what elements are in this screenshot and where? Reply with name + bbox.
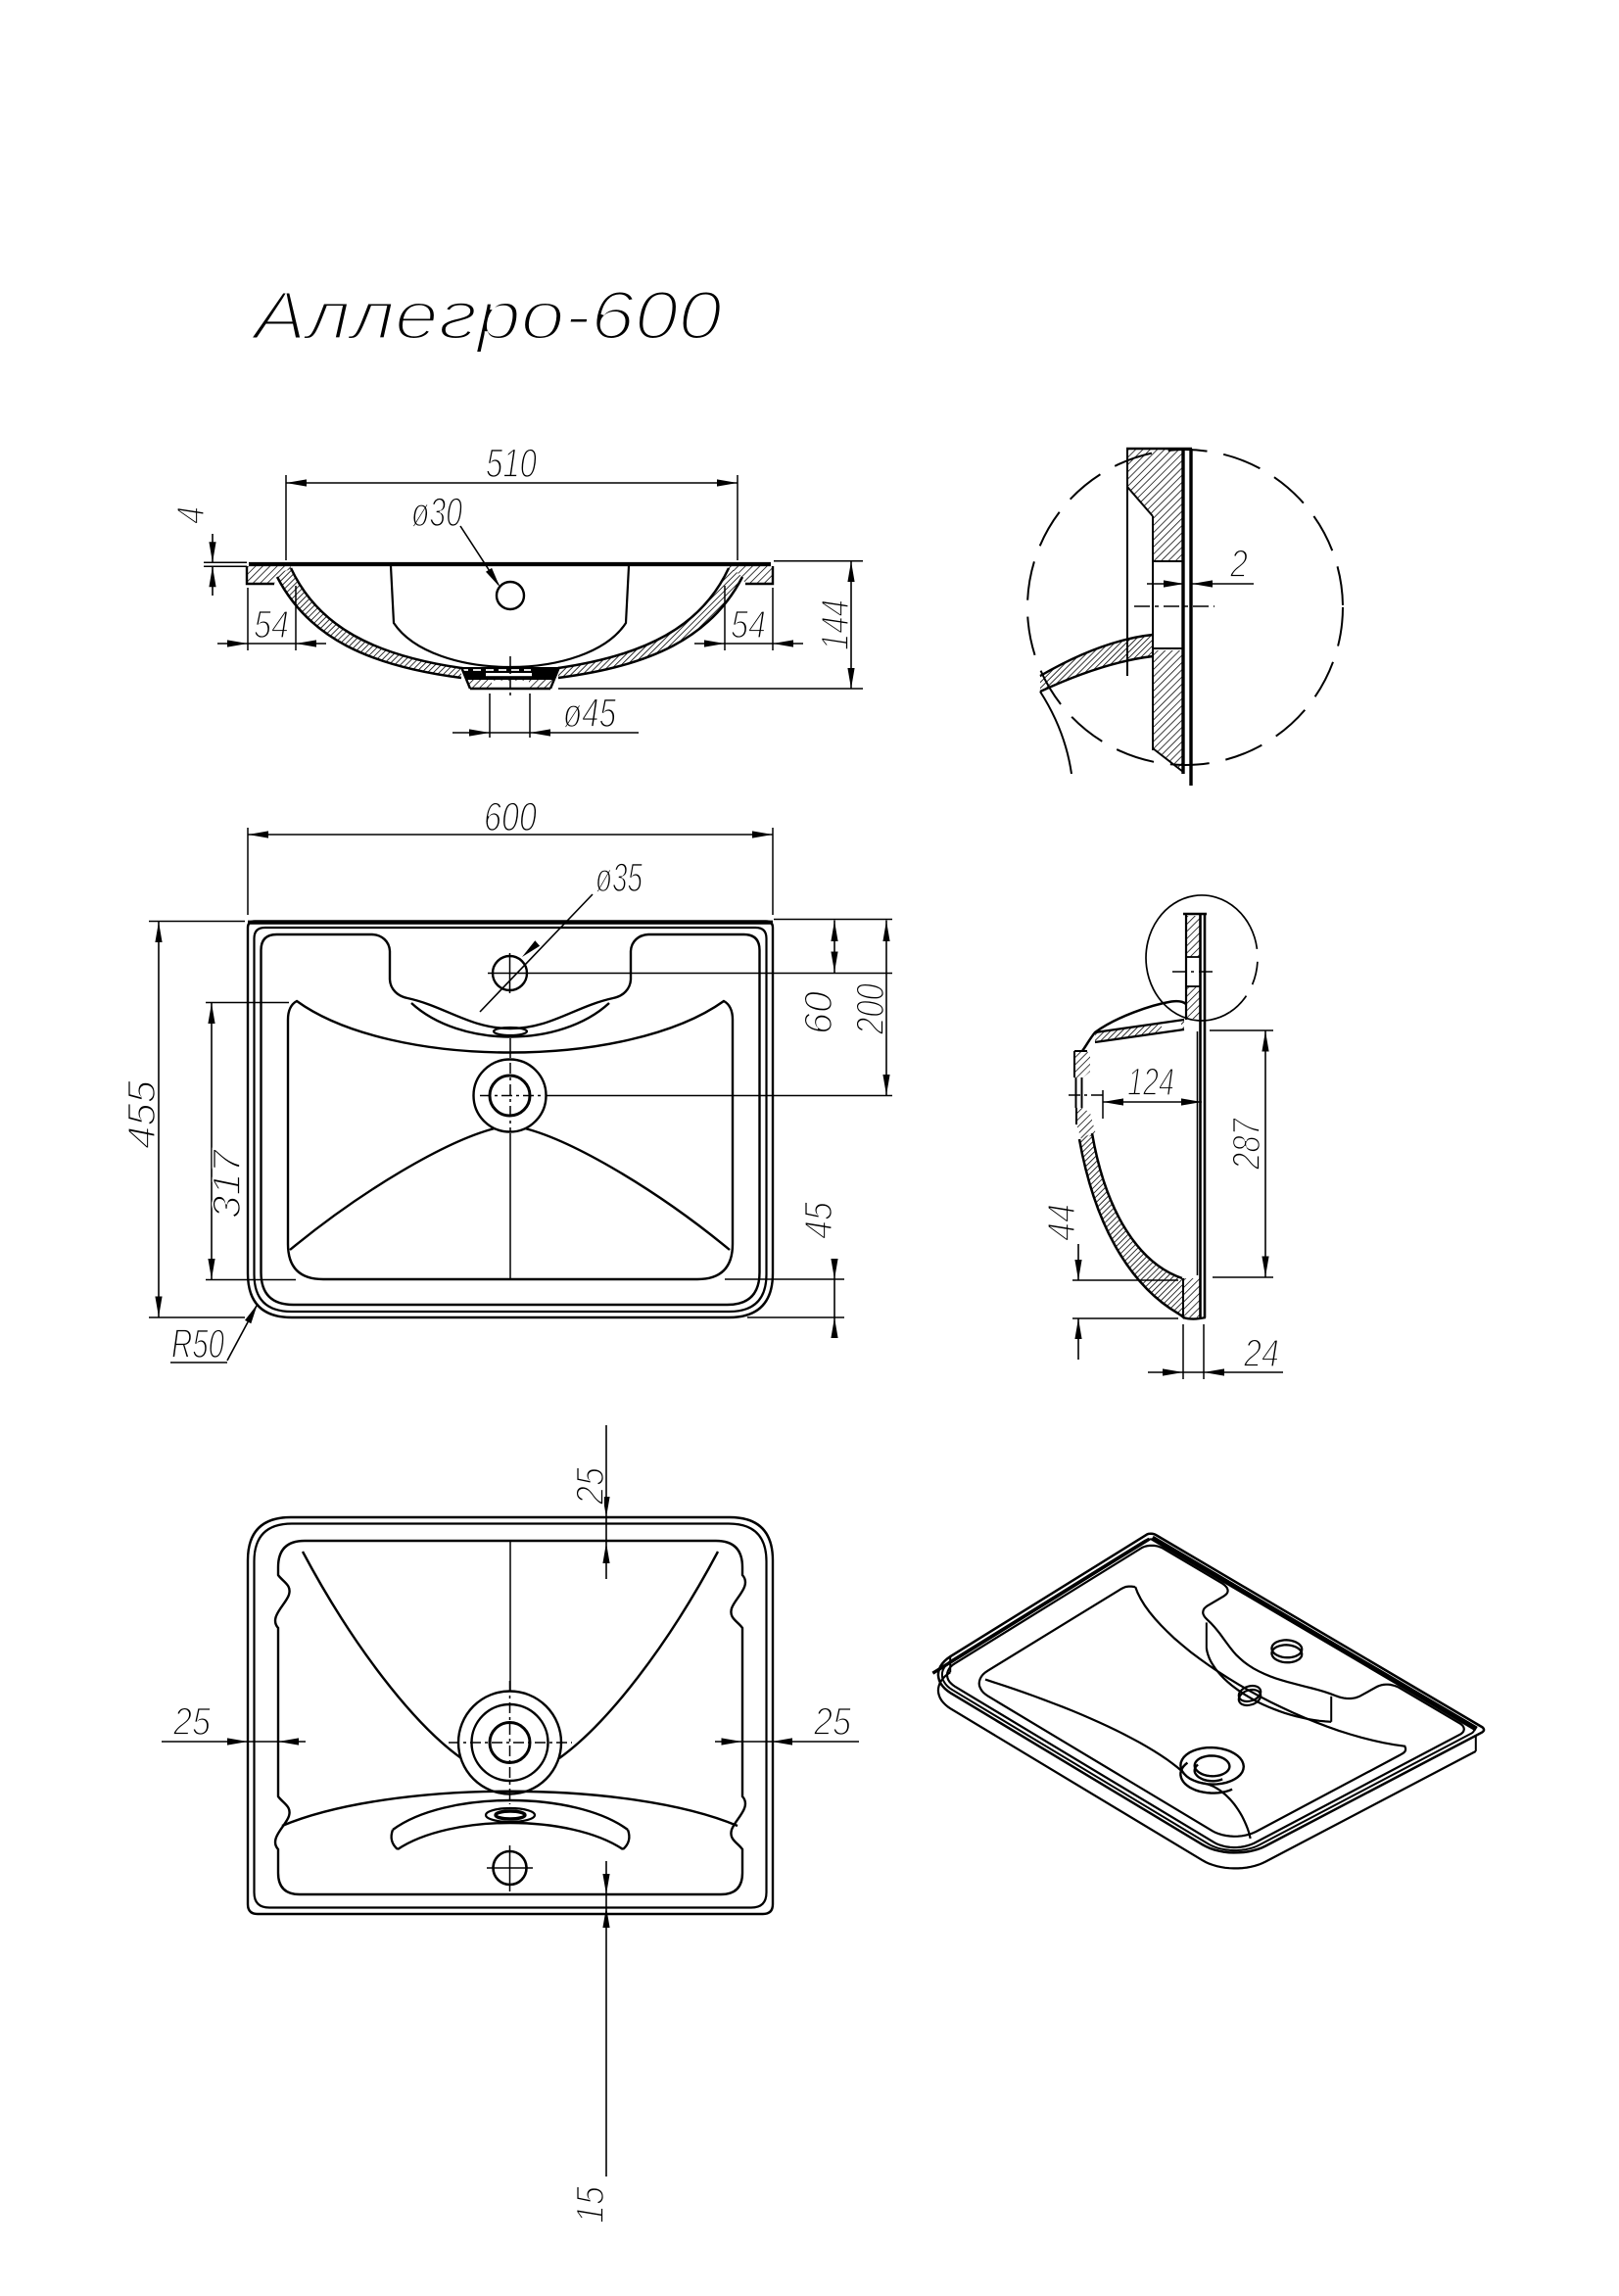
svg-text:54: 54	[254, 603, 289, 646]
svg-text:144: 144	[814, 599, 857, 650]
svg-text:124: 124	[1127, 1061, 1174, 1104]
svg-text:24: 24	[1243, 1332, 1279, 1375]
svg-text:317: 317	[206, 1148, 249, 1219]
svg-text:2: 2	[1229, 543, 1248, 586]
svg-text:600: 600	[484, 793, 537, 839]
svg-text:15: 15	[569, 2185, 612, 2224]
svg-text:ø45: ø45	[563, 690, 616, 736]
svg-text:54: 54	[731, 603, 766, 646]
svg-text:25: 25	[172, 1700, 211, 1744]
svg-text:ø35: ø35	[595, 854, 643, 900]
svg-text:ø30: ø30	[411, 489, 462, 535]
svg-text:60: 60	[797, 991, 840, 1034]
svg-text:44: 44	[1040, 1204, 1083, 1241]
svg-text:510: 510	[486, 440, 537, 486]
svg-text:R50: R50	[171, 1320, 224, 1366]
svg-text:200: 200	[849, 983, 892, 1035]
svg-text:Аллегро-600: Аллегро-600	[249, 277, 722, 354]
svg-text:25: 25	[569, 1466, 612, 1505]
svg-text:455: 455	[120, 1079, 164, 1149]
svg-text:287: 287	[1225, 1118, 1268, 1171]
svg-text:4: 4	[169, 506, 213, 524]
svg-text:25: 25	[813, 1700, 851, 1744]
svg-text:45: 45	[797, 1201, 840, 1239]
